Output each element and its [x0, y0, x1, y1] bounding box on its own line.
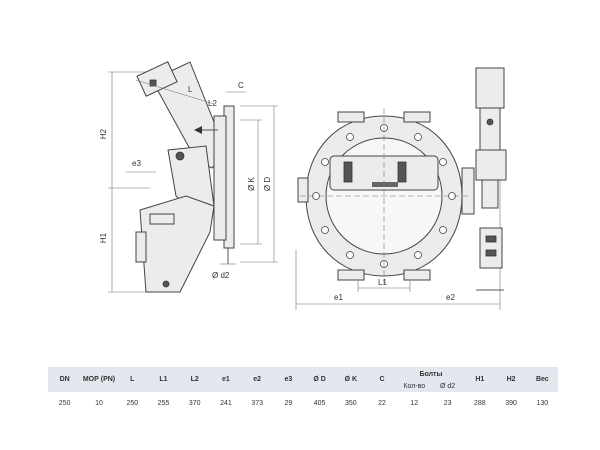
cell-weight: 130	[526, 392, 558, 414]
dim-l1-label: L1	[378, 278, 387, 287]
dim-h1-label: H1	[99, 232, 108, 243]
cell-e2: 373	[241, 392, 273, 414]
cell-l2: 370	[179, 392, 211, 414]
header-l: L	[116, 367, 148, 392]
dim-e1-label: e1	[334, 293, 343, 302]
cell-c: 22	[366, 392, 398, 414]
actuator-top-cap	[136, 61, 178, 97]
dim-h2-label: H2	[99, 128, 108, 139]
cell-dn: 250	[48, 392, 82, 414]
cell-bolts-qty: 12	[397, 392, 431, 414]
header-mop: МОР (PN)	[81, 367, 117, 392]
actuator-top-box	[475, 67, 505, 109]
dim-e3-label: e3	[132, 159, 141, 168]
header-l2: L2	[179, 367, 211, 392]
header-bolts: Болты	[397, 367, 465, 381]
header-e2: e2	[241, 367, 273, 392]
dim-phi-k-label: Ø K	[247, 176, 256, 190]
cell-mop: 10	[81, 392, 117, 414]
header-e1: e1	[210, 367, 242, 392]
dim-l-label: L	[188, 85, 193, 94]
header-dn: DN	[48, 367, 82, 392]
dim-e2-label: e2	[446, 293, 455, 302]
cell-h1: 288	[464, 392, 496, 414]
side-view: H2 H1 L L2 C e3	[99, 61, 278, 293]
cell-bolts-d2: 23	[430, 392, 465, 414]
cell-phi-k: 350	[335, 392, 367, 414]
header-phi-d: Ø D	[303, 367, 336, 392]
header-c: C	[366, 367, 398, 392]
cell-l: 250	[116, 392, 148, 414]
front-view: L1 e1 e2	[295, 108, 501, 310]
header-phi-k: Ø K	[335, 367, 367, 392]
dim-l2-label: L2	[208, 99, 217, 108]
bolt-holes	[312, 124, 456, 268]
cell-phi-d: 405	[303, 392, 336, 414]
dim-phi-d2-label: Ø d2	[212, 271, 230, 280]
dim-phi-d-label: Ø D	[263, 177, 272, 191]
table-row: 250 10 250 255 370 241 373 29 405 350 22…	[48, 392, 558, 414]
valve-technical-drawing: H2 H1 L L2 C e3	[99, 61, 507, 310]
cell-h2: 390	[495, 392, 527, 414]
end-view-actuator	[475, 67, 507, 291]
cell-e3: 29	[272, 392, 304, 414]
header-e3: e3	[272, 367, 304, 392]
dim-c-label: C	[238, 81, 244, 90]
cell-l1: 255	[147, 392, 180, 414]
lever-arm	[139, 195, 215, 293]
header-weight: Вес	[526, 367, 558, 392]
header-h2: H2	[495, 367, 527, 392]
header-bolts-qty: Кол-во	[397, 381, 431, 392]
specification-table: DN МОР (PN) L L1 L2 e1 e2 e3 Ø D Ø K C Б…	[48, 367, 558, 414]
header-l1: L1	[147, 367, 180, 392]
cell-e1: 241	[210, 392, 242, 414]
header-h1: H1	[464, 367, 496, 392]
header-bolts-d2: Ø d2	[430, 381, 465, 392]
